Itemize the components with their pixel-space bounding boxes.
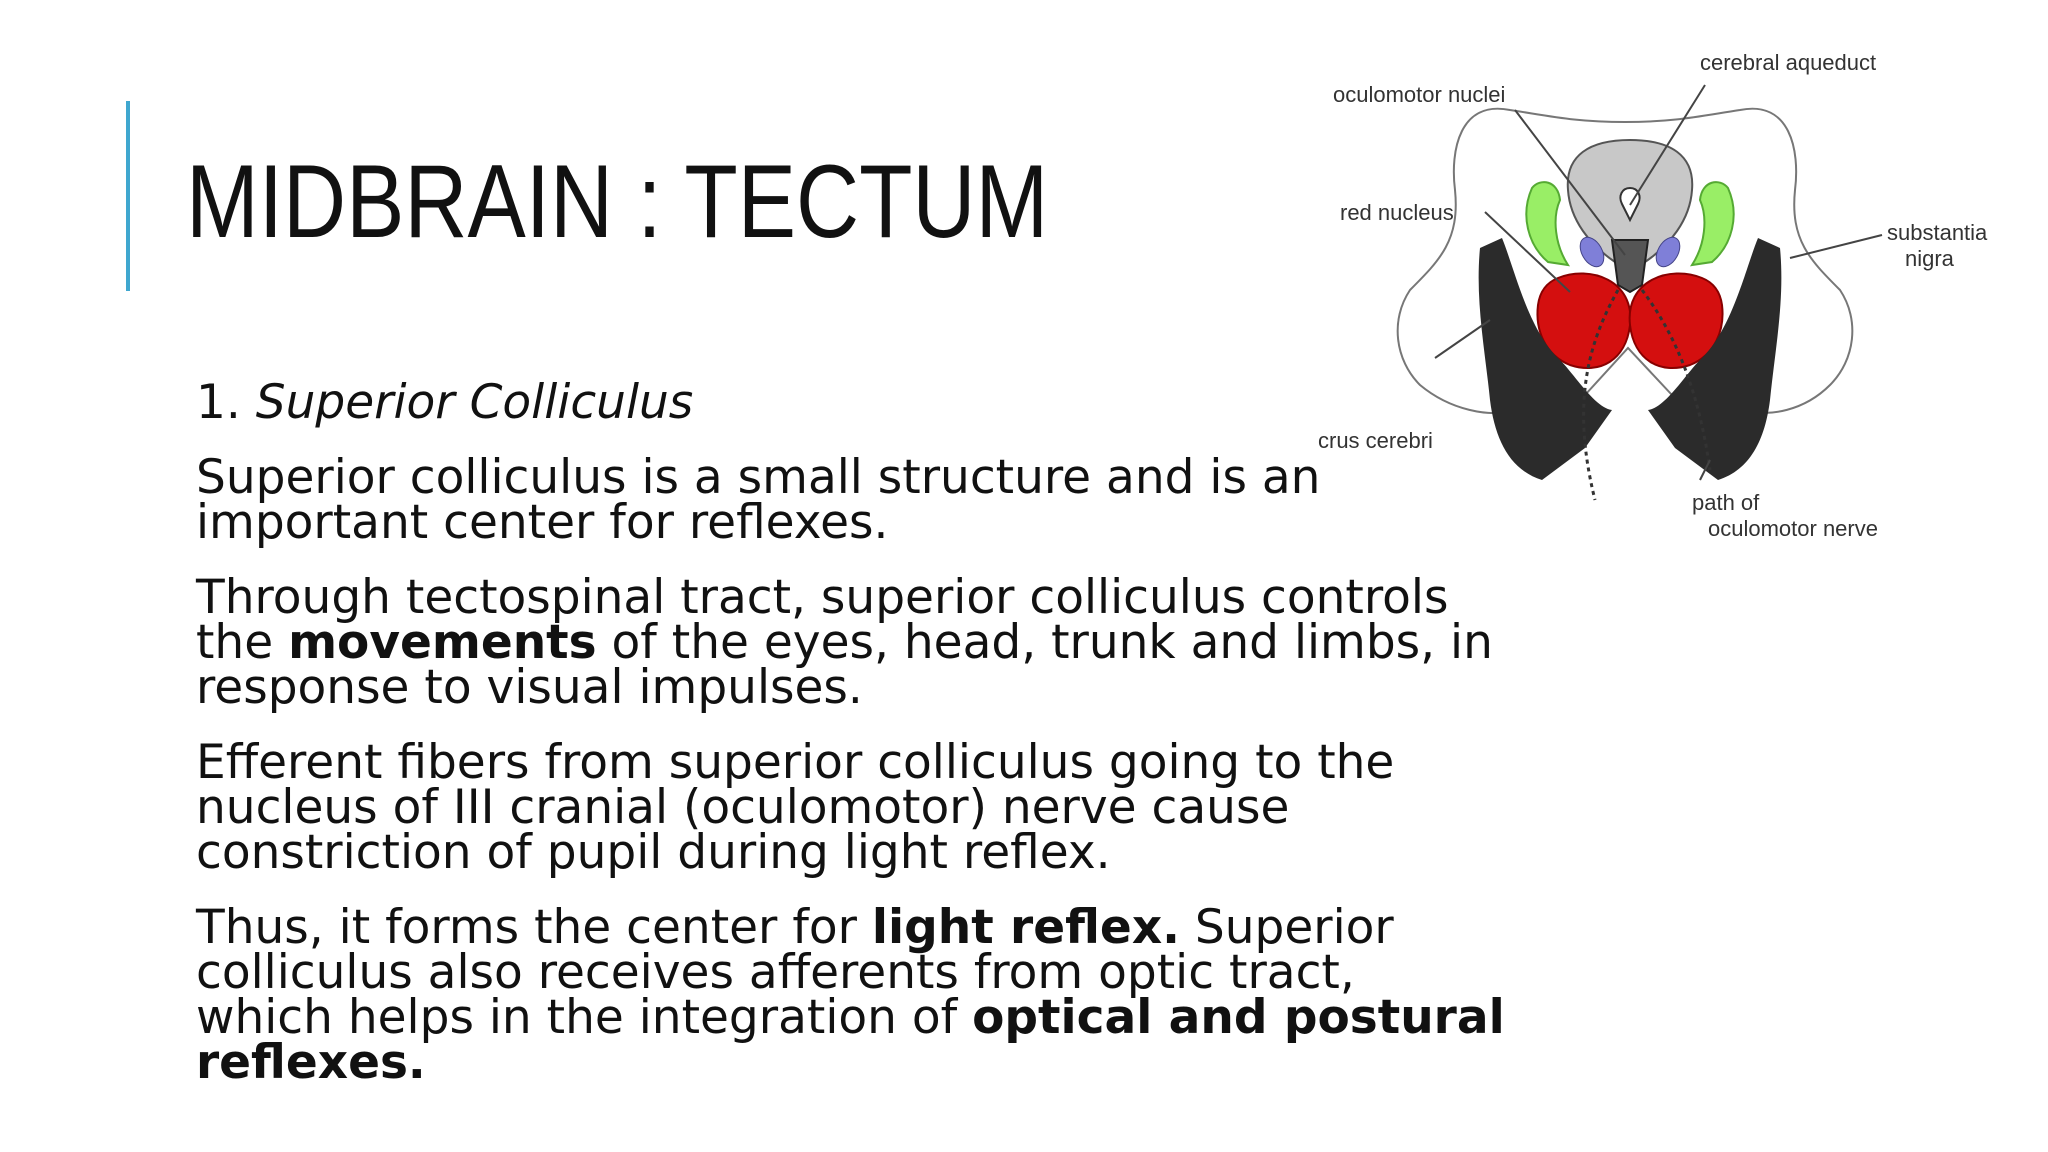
- crus-cerebri-left: [1478, 238, 1612, 480]
- accessory-nucleus-right: [1655, 236, 1681, 268]
- text-run: of the eyes, head, trunk and limbs, in: [596, 615, 1493, 670]
- text-run: Through tectospinal tract, superior coll…: [196, 570, 1449, 625]
- slide-body: 1. Superior Colliculus Superior collicul…: [196, 379, 1505, 1115]
- text-run: important center for reflexes.: [196, 495, 889, 550]
- bold-text: reflexes.: [196, 1035, 426, 1090]
- red-nucleus-right: [1628, 272, 1724, 370]
- paragraph: Thus, it forms the center for light refl…: [196, 904, 1505, 1086]
- nerve-path-right: [1640, 289, 1712, 471]
- text-run: Superior colliculus is a small structure…: [196, 450, 1321, 505]
- label-cerebral-aqueduct: cerebral aqueduct: [1700, 50, 1876, 75]
- oculomotor-nuclei-shape: [1610, 239, 1650, 294]
- label-substantia-nigra-2: nigra: [1905, 246, 1955, 271]
- text-run: nucleus of III cranial (oculomotor) nerv…: [196, 780, 1290, 835]
- text-run: Efferent fibers from superior colliculus…: [196, 735, 1395, 790]
- substantia-nigra-left: [1525, 181, 1571, 267]
- crus-cerebri-right: [1648, 238, 1782, 480]
- paragraph: Through tectospinal tract, superior coll…: [196, 574, 1493, 711]
- leader-aqueduct: [1629, 84, 1706, 206]
- bold-text: movements: [288, 615, 597, 670]
- leader-red-nucleus: [1484, 211, 1571, 293]
- substantia-nigra-right: [1689, 181, 1735, 267]
- midbrain-diagram: cerebral aqueduct oculomotor nuclei red …: [1318, 50, 1988, 541]
- heading-number: 1.: [196, 375, 241, 430]
- text-run: Thus, it forms the center for: [196, 900, 872, 955]
- accessory-nucleus-left: [1579, 236, 1605, 268]
- label-crus-cerebri: crus cerebri: [1318, 428, 1433, 453]
- paragraph: Superior colliculus is a small structure…: [196, 454, 1456, 546]
- bold-text: light reflex.: [871, 900, 1180, 955]
- paragraph: Efferent fibers from superior colliculus…: [196, 739, 1456, 876]
- label-path-1: path of: [1692, 490, 1760, 515]
- text-run: which helps in the integration of: [196, 990, 973, 1045]
- heading-text: Superior Colliculus: [255, 375, 694, 430]
- text-run: Superior: [1179, 900, 1394, 955]
- label-red-nucleus: red nucleus: [1340, 200, 1454, 225]
- section-heading: 1. Superior Colliculus: [196, 379, 1456, 426]
- leader-path: [1699, 459, 1711, 481]
- text-run: the: [196, 615, 289, 670]
- accent-bar: [126, 101, 130, 291]
- bold-text: optical and postural: [972, 990, 1505, 1045]
- label-substantia-nigra-1: substantia: [1887, 220, 1988, 245]
- text-run: constriction of pupil during light refle…: [196, 825, 1111, 880]
- leader-oculomotor: [1514, 109, 1626, 256]
- paragraph-list: Superior colliculus is a small structure…: [196, 454, 1505, 1086]
- text-run: response to visual impulses.: [196, 660, 863, 715]
- slide-title: MIDBRAIN : TECTUM: [186, 144, 1049, 260]
- leader-substantia: [1789, 234, 1883, 259]
- text-run: colliculus also receives afferents from …: [196, 945, 1355, 1000]
- label-path-2: oculomotor nerve: [1708, 516, 1878, 541]
- label-oculomotor-nuclei: oculomotor nuclei: [1333, 82, 1505, 107]
- red-nucleus-left: [1536, 272, 1632, 370]
- leader-crus: [1434, 319, 1491, 359]
